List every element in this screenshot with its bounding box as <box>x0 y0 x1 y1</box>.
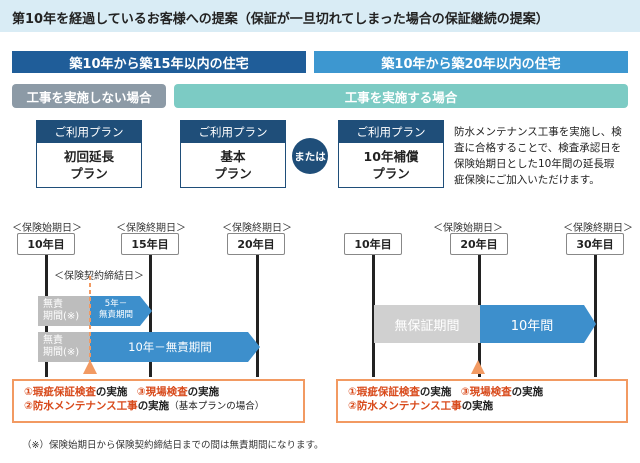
plan-name-line1: 初回延長 <box>63 149 114 164</box>
condition-text: の実施 <box>137 400 170 412</box>
condition-text: の実施 <box>187 386 220 398</box>
year-box-20: 20年目 <box>450 233 508 255</box>
description-line: 保険始期日とした10年間の延長瑕 <box>454 158 615 170</box>
condition-line: ②防水メンテナンス工事の実施 <box>348 399 626 413</box>
description-line: 防水メンテナンス工事を実施し、検 <box>454 126 622 138</box>
arrow-up-icon <box>471 360 485 374</box>
condition-text: の実施 <box>419 386 452 398</box>
no-warranty-period: 無保証期間 <box>374 305 480 343</box>
description-line: 査に合格することで、検査承認日を <box>454 142 622 154</box>
year-box-20: 20年目 <box>227 233 285 255</box>
label-end-date: ＜保険終期日＞ <box>563 223 633 234</box>
plan-card-body: 基本 プラン <box>181 143 285 182</box>
condition-defect-inspection: ①瑕疵保証検査 <box>24 386 96 398</box>
label-end-date: ＜保険終期日＞ <box>222 223 292 234</box>
right-subheader: 工事を実施する場合 <box>174 84 628 108</box>
plan-card-initial-extension: ご利用プラン 初回延長 プラン <box>36 120 142 188</box>
or-badge: または <box>292 138 328 174</box>
plan-name-line1: 基本 <box>220 149 246 164</box>
plan-card-body: 初回延長 プラン <box>37 143 141 182</box>
bar-10year-right-arrow <box>480 305 596 343</box>
bar-5year-arrow <box>90 296 152 326</box>
no-liability-period: 無責 期間(※) <box>38 332 90 362</box>
condition-waterproof-work: ②防水メンテナンス工事 <box>348 400 462 412</box>
plan-card-header: ご利用プラン <box>37 121 141 143</box>
condition-defect-inspection: ①瑕疵保証検査 <box>348 386 420 398</box>
condition-line: ①瑕疵保証検査の実施 ③現場検査の実施 <box>24 385 303 399</box>
year-box-10: 10年目 <box>344 233 402 255</box>
plan-card-header: ご利用プラン <box>181 121 285 143</box>
year-box-10: 10年目 <box>17 233 75 255</box>
bar-10year-right-shape <box>480 305 596 343</box>
plan-card-body: 10年補償 プラン <box>339 143 443 182</box>
footnote: （※）保険始期日から保険契約締結日までの間は無責期間になります。 <box>22 440 324 451</box>
conditions-box-left: ①瑕疵保証検査の実施 ③現場検査の実施 ②防水メンテナンス工事の実施（基本プラン… <box>12 379 305 423</box>
no-liability-line1: 無責 <box>43 335 63 346</box>
conditions-box-right: ①瑕疵保証検査の実施 ③現場検査の実施 ②防水メンテナンス工事の実施 <box>336 379 628 423</box>
condition-waterproof-work: ②防水メンテナンス工事 <box>24 400 138 412</box>
no-liability-line2: 期間(※) <box>43 311 80 322</box>
timeline-marker-20 <box>256 242 259 377</box>
left-subheader: 工事を実施しない場合 <box>12 84 166 108</box>
no-liability-line1: 無責 <box>43 299 63 310</box>
timeline-marker-30 <box>594 242 597 377</box>
plan-name-line2: プラン <box>372 166 410 181</box>
bar-10year-arrow <box>90 332 260 362</box>
plan-card-10year: ご利用プラン 10年補償 プラン <box>338 120 444 188</box>
label-end-date: ＜保険終期日＞ <box>116 223 186 234</box>
plan-name-line2: プラン <box>70 166 108 181</box>
condition-site-inspection: ③現場検査 <box>136 386 188 398</box>
bar-5year-line2: 無責期間 <box>98 310 133 320</box>
condition-text: の実施 <box>461 400 494 412</box>
plan-card-basic: ご利用プラン 基本 プラン <box>180 120 286 188</box>
timeline-marker-10 <box>372 242 375 377</box>
condition-line: ②防水メンテナンス工事の実施（基本プランの場合） <box>24 399 303 414</box>
left-header: 築10年から築15年以内の住宅 <box>12 51 306 73</box>
year-box-15: 15年目 <box>121 233 179 255</box>
bar-10year-shape <box>90 332 260 362</box>
condition-text: の実施 <box>511 386 544 398</box>
bar-10year-right-label: 10年間 <box>510 318 554 334</box>
plan-card-header: ご利用プラン <box>339 121 443 143</box>
plan-name-line2: プラン <box>214 166 252 181</box>
bar-5year-shape <box>90 296 152 326</box>
inspection-date-marker <box>471 360 485 374</box>
contract-date-marker <box>83 276 97 374</box>
page-title: 第10年を経過しているお客様への提案（保証が一旦切れてしまった場合の保証継続の提… <box>0 0 640 32</box>
arrow-up-icon <box>83 360 97 374</box>
bar-5year-label: 5年－ 無責期間 <box>92 299 140 321</box>
condition-site-inspection: ③現場検査 <box>460 386 512 398</box>
condition-note: （基本プランの場合） <box>169 401 265 412</box>
condition-text: の実施 <box>95 386 128 398</box>
description-line: 疵保険にご加入いただけます。 <box>454 174 600 186</box>
bar-10year-label: 10年－無責期間 <box>128 340 212 354</box>
condition-line: ①瑕疵保証検査の実施 ③現場検査の実施 <box>348 385 626 399</box>
right-header: 築10年から築20年以内の住宅 <box>314 51 628 73</box>
label-start-date: ＜保険始期日＞ <box>12 223 82 234</box>
plan-description: 防水メンテナンス工事を実施し、検 査に合格することで、検査承認日を 保険始期日と… <box>454 124 638 188</box>
label-start-date: ＜保険始期日＞ <box>433 223 503 234</box>
label-contract-date: ＜保険契約締結日＞ <box>54 271 144 282</box>
year-box-30: 30年目 <box>566 233 624 255</box>
no-liability-line2: 期間(※) <box>43 347 80 358</box>
plan-name-line1: 10年補償 <box>363 149 419 164</box>
bar-5year-line1: 5年－ <box>104 299 128 309</box>
no-liability-period: 無責 期間(※) <box>38 296 90 326</box>
